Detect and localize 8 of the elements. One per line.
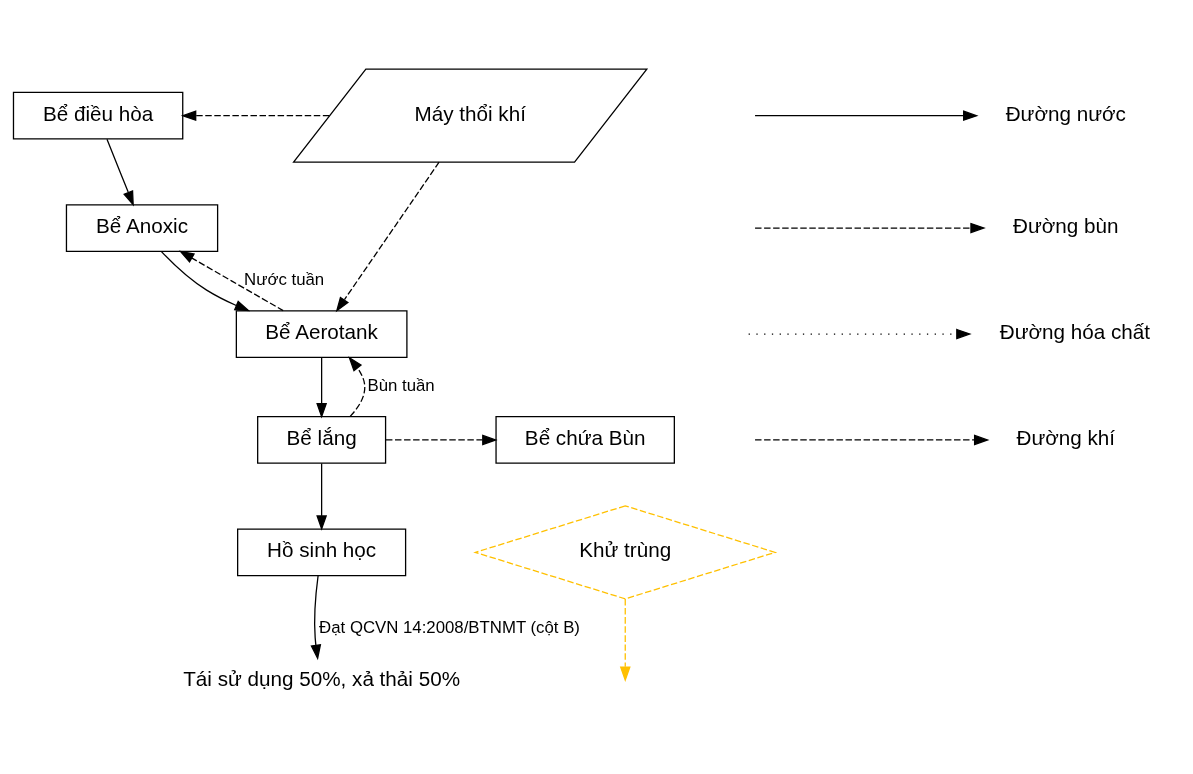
edge-label: Bùn tuần — [367, 376, 435, 396]
edge-label: Nước tuần — [244, 270, 325, 290]
legend-label: Đường khí — [1016, 425, 1116, 449]
legend-label: Đường nước — [1005, 101, 1126, 125]
edge-label: Đạt QCVN 14:2008/BTNMT (cột B) — [319, 618, 580, 637]
legend-label: Đường hóa chất — [999, 319, 1150, 343]
node-text: Tái sử dụng 50%, xả thải 50% — [183, 667, 461, 691]
legend-label: Đường bùn — [1013, 213, 1119, 237]
